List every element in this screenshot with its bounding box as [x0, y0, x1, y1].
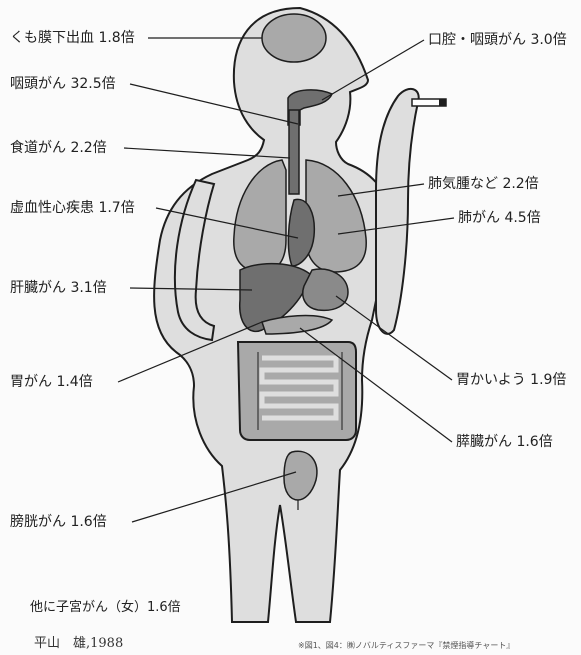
label-stomach: 胃がん 1.4倍 — [10, 374, 93, 390]
note-uterine: 他に子宮がん（女）1.6倍 — [30, 596, 181, 615]
label-ischemic-heart: 虚血性心疾患 1.7倍 — [10, 200, 135, 216]
label-emphysema: 肺気腫など 2.2倍 — [428, 176, 539, 192]
source-citation: 平山 雄,1988 — [34, 632, 123, 651]
label-subarachnoid: くも膜下出血 1.8倍 — [10, 30, 135, 46]
raised-arm — [376, 89, 419, 334]
brain-icon — [262, 14, 326, 62]
label-bladder: 膀胱がん 1.6倍 — [10, 514, 107, 530]
label-oral: 口腔・咽頭がん 3.0倍 — [428, 32, 567, 48]
label-pancreas: 膵臓がん 1.6倍 — [456, 434, 553, 450]
label-liver: 肝臓がん 3.1倍 — [10, 280, 107, 296]
credit-line: ※図1、図4：㈱ノバルティスファーマ『禁煙指導チャート』 — [298, 640, 514, 651]
label-esophagus: 食道がん 2.2倍 — [10, 140, 107, 156]
label-ulcer: 胃かいよう 1.9倍 — [456, 372, 566, 388]
label-lung: 肺がん 4.5倍 — [458, 210, 541, 226]
label-pharynx: 咽頭がん 32.5倍 — [10, 76, 116, 92]
